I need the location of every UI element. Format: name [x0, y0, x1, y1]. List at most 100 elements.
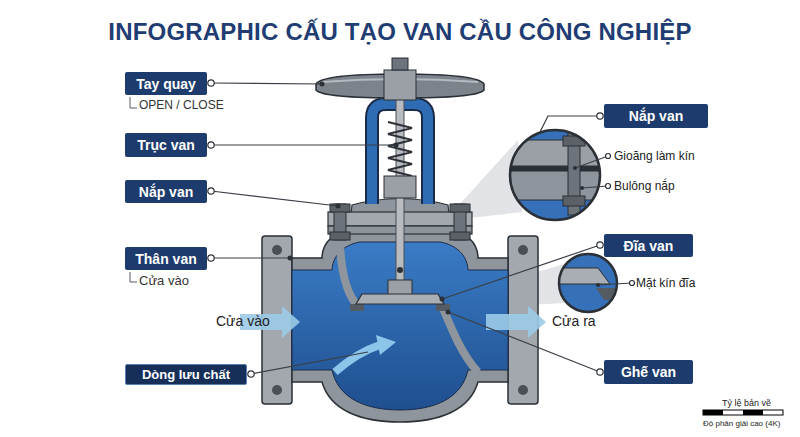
target-dot	[288, 82, 601, 315]
leader-line	[598, 283, 632, 285]
zoom-circle	[510, 130, 600, 220]
target-dot	[320, 82, 325, 87]
part-label-box: Nắp van	[125, 180, 207, 203]
part-label-box: Trục van	[125, 133, 207, 157]
scale-note: Tỷ lệ bản vẽ	[722, 398, 771, 408]
zoom-circle	[505, 171, 605, 200]
bracket	[130, 272, 137, 282]
leader-line	[211, 191, 338, 206]
leader-dot	[208, 188, 214, 194]
zoom-circle	[559, 254, 617, 312]
leader-line	[448, 312, 600, 372]
valve-stem	[388, 122, 412, 176]
leader-line	[211, 257, 290, 258]
part-label-box: Tay quayOPEN / CLOSE	[125, 72, 207, 95]
part-label-box: Nắp van	[604, 104, 708, 128]
valve-stem	[384, 60, 416, 284]
part-name: Nắp van	[125, 180, 207, 203]
leader-dot	[208, 255, 214, 261]
flow-arrow	[376, 335, 396, 355]
part-note: Cửa vào	[139, 273, 189, 288]
flow-arrow	[486, 306, 546, 338]
leader-dot	[597, 369, 603, 375]
part-label-box: Thân vanCửa vào	[125, 247, 207, 270]
part-name: Trục van	[125, 133, 207, 157]
target-dot	[336, 204, 341, 209]
valve-body	[340, 246, 358, 306]
bonnet	[330, 232, 350, 240]
part-name: Nắp van	[604, 104, 708, 128]
title: INFOGRAPHIC CẤU TẠO VAN CẦU CÔNG NGHIỆP	[108, 18, 691, 46]
valve-body	[292, 242, 508, 410]
leader-dot	[208, 80, 635, 377]
valve-body	[350, 304, 364, 311]
target-dot	[580, 186, 584, 190]
handwheel	[384, 70, 416, 100]
target-dot	[596, 283, 600, 287]
target-dot	[394, 143, 399, 148]
zoom-circle	[556, 268, 610, 284]
scale-bar	[703, 410, 783, 415]
callout-label: Bulông nắp	[614, 179, 675, 193]
leader-dot	[606, 154, 611, 159]
leader-dot	[208, 142, 214, 148]
bonnet	[450, 232, 470, 240]
pipe-flange	[272, 385, 282, 395]
scale-note: Độ phân giải cao (4K)	[703, 419, 780, 428]
callout-label: Mặt kín đĩa	[636, 276, 695, 290]
callout-label: Cửa vào	[216, 313, 270, 329]
target-dot	[446, 310, 451, 315]
scale-bar	[703, 410, 723, 415]
part-name: Đĩa van	[604, 234, 693, 257]
leader-line	[582, 186, 608, 188]
zoom-circle	[505, 125, 605, 225]
target-dot	[288, 256, 293, 261]
target-dot	[573, 166, 577, 170]
scale-bar	[743, 410, 763, 415]
leader-line	[211, 83, 632, 374]
zoom-circle	[563, 196, 585, 206]
leader-dot	[597, 113, 603, 119]
part-name: Tay quay	[125, 72, 207, 95]
pipe-flange	[518, 385, 528, 395]
part-name: Thân van	[125, 247, 207, 270]
leader-line	[575, 156, 608, 168]
valve-body	[442, 306, 478, 372]
zoom-circle	[505, 125, 605, 225]
leader-dot	[630, 281, 635, 286]
leader-line	[251, 352, 368, 374]
leader-line	[211, 144, 396, 145]
callout-label: Gioăng làm kín	[614, 149, 695, 163]
part-name: Dòng lưu chất	[126, 365, 246, 384]
zoom-circle	[556, 254, 620, 312]
handwheel	[392, 58, 408, 70]
callout-label: Cửa ra	[552, 313, 596, 329]
part-label-box: Ghế van	[604, 360, 693, 384]
part-label-box: Đĩa van	[604, 234, 693, 257]
leader-line	[211, 83, 322, 84]
zoom-circle	[556, 254, 620, 312]
leader-line	[442, 245, 600, 299]
part-name: Ghế van	[604, 360, 693, 384]
valve-stem	[384, 176, 416, 198]
zoom-circle	[505, 125, 605, 225]
pipe-flange	[518, 245, 528, 255]
handwheel	[316, 58, 484, 100]
part-note: OPEN / CLOSE	[139, 98, 224, 112]
flow-arrow	[335, 345, 380, 372]
leader-line	[540, 116, 600, 132]
leader-dot	[597, 242, 603, 248]
zoom-circle	[505, 166, 605, 171]
scale-bar	[703, 410, 783, 415]
part-label-box: Dòng lưu chất	[125, 364, 247, 385]
pipe-flange	[272, 245, 282, 255]
bonnet	[450, 204, 470, 212]
leader-dot	[208, 80, 214, 86]
bracket	[130, 97, 137, 108]
valve-disc	[356, 294, 444, 304]
target-dot	[440, 297, 445, 302]
valve-disc	[356, 267, 444, 304]
valve-disc	[397, 267, 403, 273]
